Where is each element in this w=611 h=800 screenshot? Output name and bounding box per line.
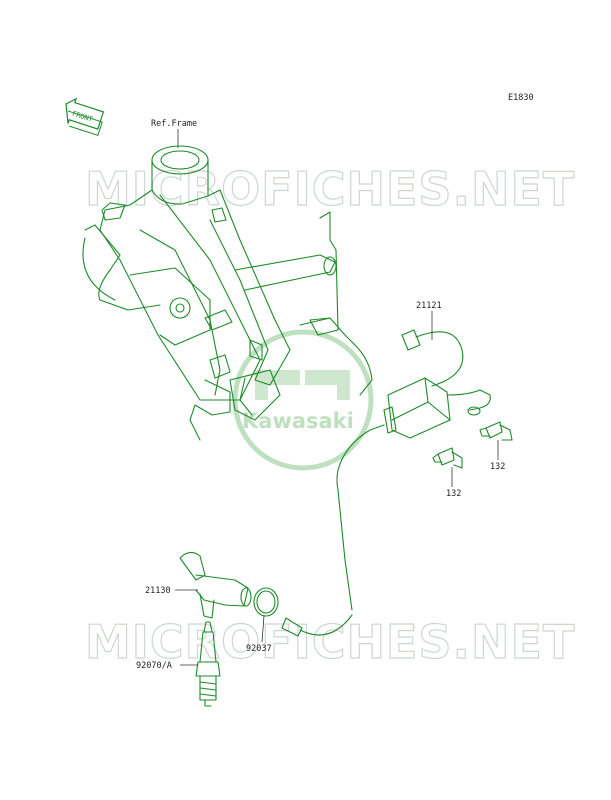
part-label-bolt-upper: 132 <box>490 462 505 472</box>
spark-plug-cap <box>179 551 252 619</box>
bolt-upper <box>479 421 513 441</box>
leader-clamp <box>261 615 265 643</box>
frame <box>82 145 373 441</box>
bolt-lower <box>432 447 463 469</box>
clamp <box>253 587 279 617</box>
part-label-plug: 92070/A <box>136 661 172 671</box>
part-label-clamp: 92037 <box>246 644 272 654</box>
spark-plug <box>195 621 221 707</box>
watermark-bottom: MICROFICHES.NET <box>85 615 575 669</box>
ignition-coil <box>336 329 491 611</box>
kawasaki-logo: Kawasaki <box>232 329 374 471</box>
wire-boot <box>281 614 353 637</box>
part-label-cap: 21130 <box>145 586 171 596</box>
part-label-bolt-lower: 132 <box>446 489 461 499</box>
part-label-coil: 21121 <box>416 301 442 311</box>
kawasaki-logo-text: Kawasaki <box>242 409 354 433</box>
ref-frame-label: Ref.Frame <box>151 119 197 129</box>
watermark-top: MICROFICHES.NET <box>85 162 575 216</box>
front-arrow-icon: FRONT <box>65 97 105 137</box>
diagram-code: E1830 <box>508 93 534 103</box>
